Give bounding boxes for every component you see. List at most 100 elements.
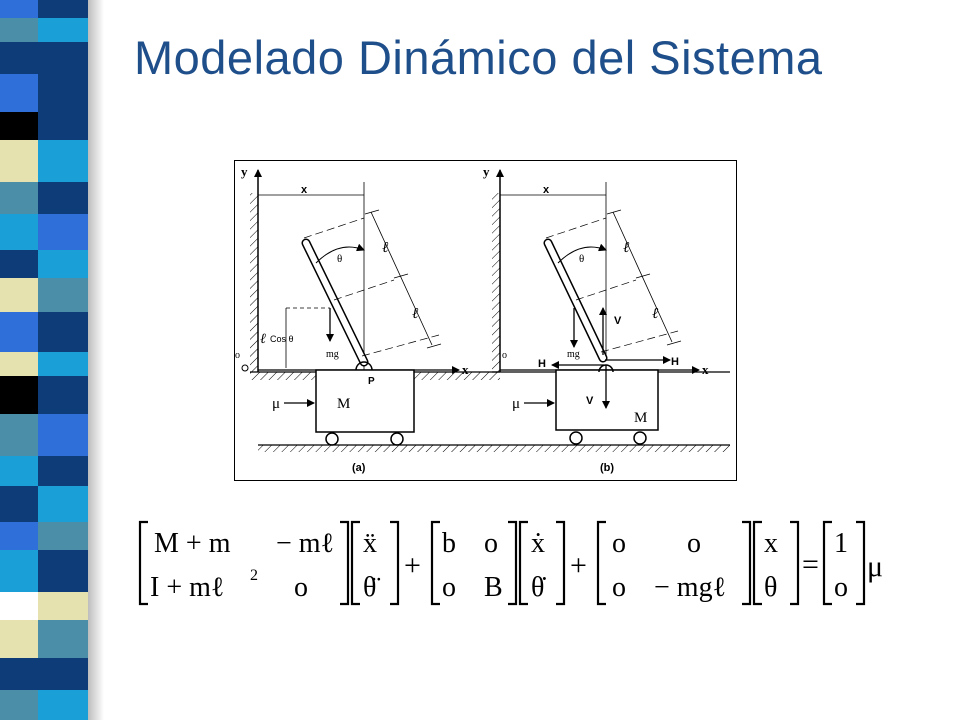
pivot-label-a: P (368, 376, 375, 387)
origin-label-b: o (502, 350, 507, 361)
x-dimension-b: x (543, 184, 550, 196)
strip-tile (0, 376, 38, 414)
m1-r1c2: − mℓ (276, 528, 334, 559)
cart-label-b: M (634, 410, 647, 426)
strip-tile (0, 486, 38, 522)
m3-r2c2: − mgℓ (654, 572, 726, 603)
strip-tile (0, 214, 38, 250)
strip-tile (38, 690, 88, 720)
lcos-label-a: Cos θ (270, 334, 294, 344)
wheel-right-a (390, 432, 404, 446)
caption-a: (a) (352, 462, 366, 474)
pendulum-rod-a (303, 240, 367, 365)
strip-tile (0, 140, 38, 182)
x-dimension-a: x (301, 184, 308, 196)
figure-frame (234, 160, 737, 481)
strip-tile (38, 352, 88, 376)
strip-tile (0, 18, 38, 42)
force-label-b: μ (512, 396, 520, 412)
wall-hatch-a (250, 193, 258, 373)
origin-label-a: o (235, 350, 240, 361)
angle-label-a: θ (337, 253, 342, 265)
slide-title: Modelado Dinámico del Sistema (134, 31, 823, 84)
cart-a (315, 369, 415, 433)
bracket-v2-right (556, 520, 566, 606)
cart-label-a: M (337, 396, 350, 412)
strip-tile (38, 214, 88, 250)
wheel-right-b (633, 431, 647, 445)
length-label-1-b: ℓ (623, 240, 629, 256)
strip-tile (0, 112, 38, 140)
m2-r1c2: o (484, 528, 498, 559)
weight-label-a: mg (326, 349, 339, 360)
angle-arc-b (557, 243, 607, 264)
cart-pendulum-diagram: y x o x M μ P θ ℓ ℓ ℓ (234, 160, 737, 481)
m3-r1c2: o (687, 528, 701, 559)
plus-2: + (570, 549, 587, 582)
strip-tile (0, 74, 38, 112)
rhs-r2: o (834, 572, 848, 603)
v3-r1: x (764, 528, 778, 559)
panel-a: y x o x M μ P θ ℓ ℓ ℓ (235, 164, 500, 474)
strip-tile (38, 658, 88, 690)
strip-tile (0, 456, 38, 486)
v1-r2: θ̈ (363, 572, 380, 603)
y-label-b: y (483, 164, 490, 179)
strip-tile (38, 456, 88, 486)
m3-r1c1: o (612, 528, 626, 559)
cart-b (555, 369, 659, 431)
m2-r2c2: B (484, 572, 503, 603)
m1-r2c2: o (294, 572, 308, 603)
bracket-m3-left (596, 520, 606, 606)
strip-tile (0, 522, 38, 550)
bracket-v1-left (350, 520, 360, 606)
strip-tile (38, 0, 88, 18)
length-label-2-a: ℓ (412, 306, 418, 322)
m1-r1c1: M + m (154, 528, 231, 559)
state-equation: M + m − mℓ I + mℓ 2 o ẍ θ̈ + b o o B ẋ θ… (138, 520, 883, 606)
origin-marker-a (241, 364, 249, 372)
strip-tile (38, 250, 88, 278)
strip-tile (0, 658, 38, 690)
strip-tile (38, 550, 88, 592)
caption-b: (b) (600, 462, 614, 474)
m2-r1c1: b (442, 528, 456, 559)
strip-tile (38, 112, 88, 140)
strip-tile (0, 352, 38, 376)
strip-tile (38, 376, 88, 414)
wheel-left-a (325, 432, 339, 446)
m3-r2c1: o (612, 572, 626, 603)
strip-tile (0, 0, 38, 18)
strip-tile (0, 42, 38, 74)
v-down-label: V (586, 395, 594, 407)
bracket-m1-left (138, 520, 148, 606)
bracket-v2-left (518, 520, 528, 606)
floor-hatch-b (500, 445, 730, 452)
v-up-label: V (614, 315, 622, 327)
v2-r2: θ̇ (531, 572, 546, 603)
v3-r2: θ (764, 572, 777, 603)
strip-tile (38, 182, 88, 214)
weight-label-b: mg (567, 349, 580, 360)
strip-tile (0, 250, 38, 278)
rhs-r1: 1 (834, 528, 848, 559)
strip-tile (0, 690, 38, 720)
strip-tile (38, 592, 88, 620)
h-right-label: H (671, 356, 679, 368)
equals-sign: = (802, 548, 819, 581)
pivot-a (355, 361, 373, 371)
y-label-a: y (241, 164, 248, 179)
wall-hatch-b (492, 193, 500, 373)
x-label-a: x (462, 362, 469, 377)
bracket-rhs-right (856, 520, 866, 606)
m1-r2c1-sup: 2 (250, 567, 258, 584)
force-label-a: μ (272, 396, 280, 412)
length-label-2-b: ℓ (652, 306, 658, 322)
panel-b: y x o x M μ θ ℓ ℓ mg V (483, 164, 730, 474)
h-left-label: H (538, 358, 546, 370)
angle-arc-a (315, 243, 365, 264)
strip-tile (38, 140, 88, 182)
x-label-b: x (702, 362, 709, 377)
strip-tile (0, 592, 38, 620)
floor-hatch-a (258, 445, 500, 452)
